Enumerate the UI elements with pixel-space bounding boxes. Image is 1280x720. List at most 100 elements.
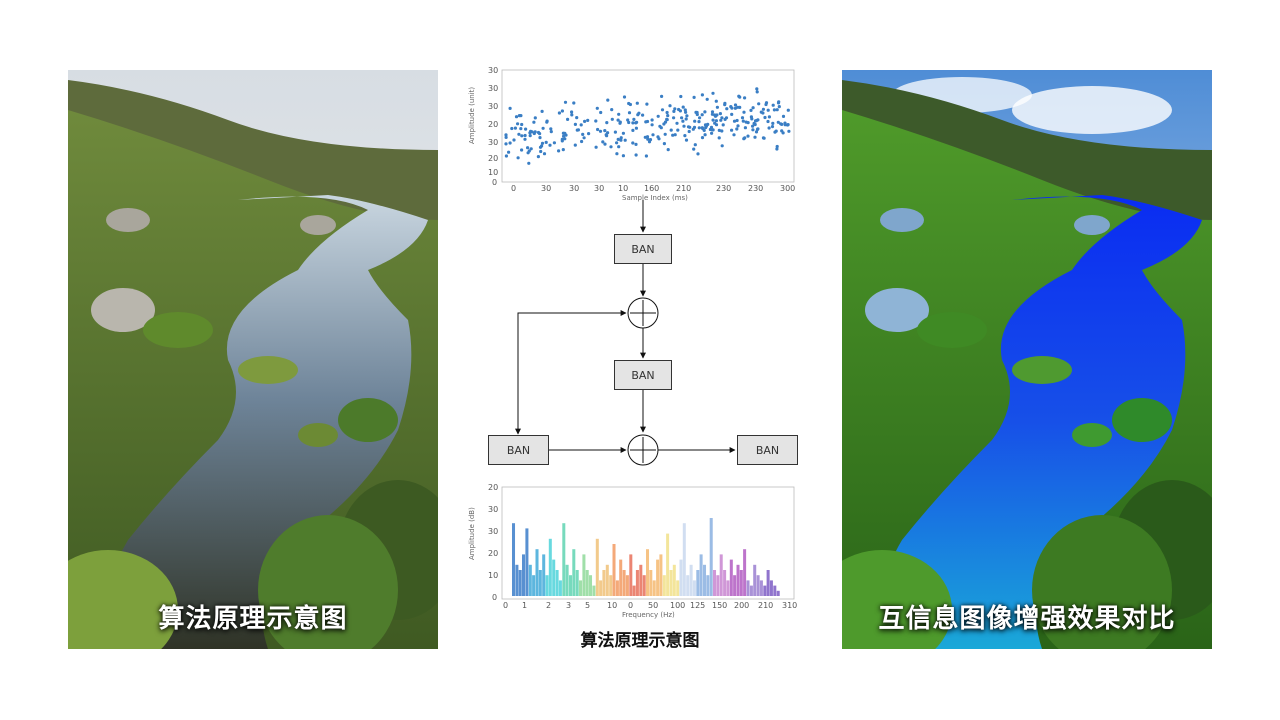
scatter-point — [616, 118, 620, 122]
scatter-point — [682, 124, 686, 128]
scatter-point — [767, 126, 771, 130]
scatter-point — [632, 117, 636, 121]
scatter-point — [766, 119, 770, 124]
histogram-bar — [759, 580, 763, 596]
histogram-bar — [522, 554, 526, 596]
histogram-bar — [595, 538, 599, 596]
scatter-point — [504, 133, 508, 137]
scatter-point — [710, 110, 715, 114]
scatter-xtick: 230 — [716, 184, 732, 193]
histogram-bar — [766, 570, 770, 596]
scatter-point — [753, 119, 758, 123]
scatter-point — [572, 101, 576, 105]
histogram-bar — [736, 564, 740, 596]
histogram-bar — [635, 570, 639, 596]
scatter-point — [622, 95, 627, 99]
scatter-point — [517, 132, 521, 136]
scatter-point — [746, 134, 750, 138]
scatter-point — [532, 120, 536, 124]
scatter-point — [510, 126, 514, 131]
scatter-point — [603, 129, 607, 133]
scatter-point — [595, 106, 599, 110]
scatter-point — [711, 118, 715, 122]
histogram-bar — [729, 559, 733, 596]
scatter-point — [545, 120, 549, 124]
scatter-point — [508, 141, 512, 145]
hist-xtick: 210 — [758, 601, 774, 610]
scatter-point — [709, 125, 714, 129]
scatter-point — [743, 96, 747, 100]
scatter-point — [710, 131, 714, 135]
scatter-point — [756, 118, 760, 122]
scatter-point — [660, 94, 664, 98]
scatter-point — [557, 111, 561, 115]
hist-xtick: 100 — [670, 601, 686, 610]
enhanced-landscape-image — [842, 70, 1212, 649]
hist-ytick: 10 — [488, 571, 499, 580]
scatter-xtick: 30 — [594, 184, 605, 193]
scatter-point — [604, 133, 608, 137]
histogram-bar — [542, 554, 546, 596]
scatter-point — [610, 117, 614, 121]
histogram-bar — [535, 549, 539, 596]
scatter-point — [617, 145, 621, 149]
scatter-point — [512, 138, 516, 142]
scatter-point — [650, 118, 654, 122]
scatter-point — [557, 149, 561, 153]
scatter-point — [660, 108, 665, 112]
scatter-point — [647, 140, 652, 144]
scatter-point — [730, 106, 734, 110]
scatter-point — [528, 131, 532, 135]
scatter-point — [719, 118, 723, 122]
enhanced-landscape-photo: 互信息图像增强效果对比 — [842, 70, 1212, 649]
scatter-point — [538, 145, 543, 149]
scatter-point — [526, 146, 530, 150]
scatter-point — [635, 120, 639, 124]
hist-xtick: 310 — [782, 601, 798, 610]
scatter-point — [552, 141, 556, 145]
scatter-xtick: 30 — [541, 184, 552, 193]
scatter-point — [520, 134, 524, 138]
histogram-bar — [679, 559, 683, 596]
histogram-bar — [773, 585, 777, 596]
scatter-point — [673, 133, 677, 137]
scatter-point — [710, 112, 714, 116]
scatter-point — [777, 105, 781, 109]
scatter-point — [524, 127, 528, 131]
scatter-point — [586, 118, 590, 122]
histogram-bar — [753, 564, 757, 596]
histogram-bar — [656, 559, 660, 596]
scatter-xtick: 0 — [511, 184, 517, 193]
scatter-point — [732, 133, 736, 137]
histogram-bar — [646, 549, 650, 596]
scatter-point — [619, 136, 623, 140]
feedback-line-left-to-sum1 — [517, 310, 627, 434]
scatter-point — [730, 112, 734, 116]
scatter-point — [764, 101, 769, 105]
histogram-bar — [619, 559, 623, 596]
histogram-bar — [692, 580, 696, 596]
histogram-bar — [605, 564, 609, 596]
scatter-point — [623, 138, 627, 142]
scatter-plot-frame — [501, 69, 795, 183]
scatter-point — [681, 119, 685, 123]
histogram-bar — [589, 575, 593, 596]
scatter-point — [711, 91, 715, 95]
scatter-point — [651, 133, 655, 137]
histogram-bar — [709, 518, 713, 596]
scatter-point — [781, 114, 786, 118]
hist-ytick: 20 — [488, 483, 499, 492]
scatter-point — [560, 137, 564, 141]
histogram-bar — [625, 575, 629, 596]
scatter-point — [504, 154, 508, 158]
scatter-point — [770, 125, 775, 129]
scatter-point — [776, 101, 781, 105]
scatter-point — [662, 122, 666, 126]
block-box-left: BAN — [488, 435, 549, 465]
scatter-point — [772, 108, 776, 112]
histogram-bar — [602, 570, 606, 596]
histogram-bar — [749, 585, 753, 596]
scatter-point — [735, 127, 739, 131]
scatter-point — [627, 101, 631, 106]
histogram-bar — [739, 570, 743, 596]
